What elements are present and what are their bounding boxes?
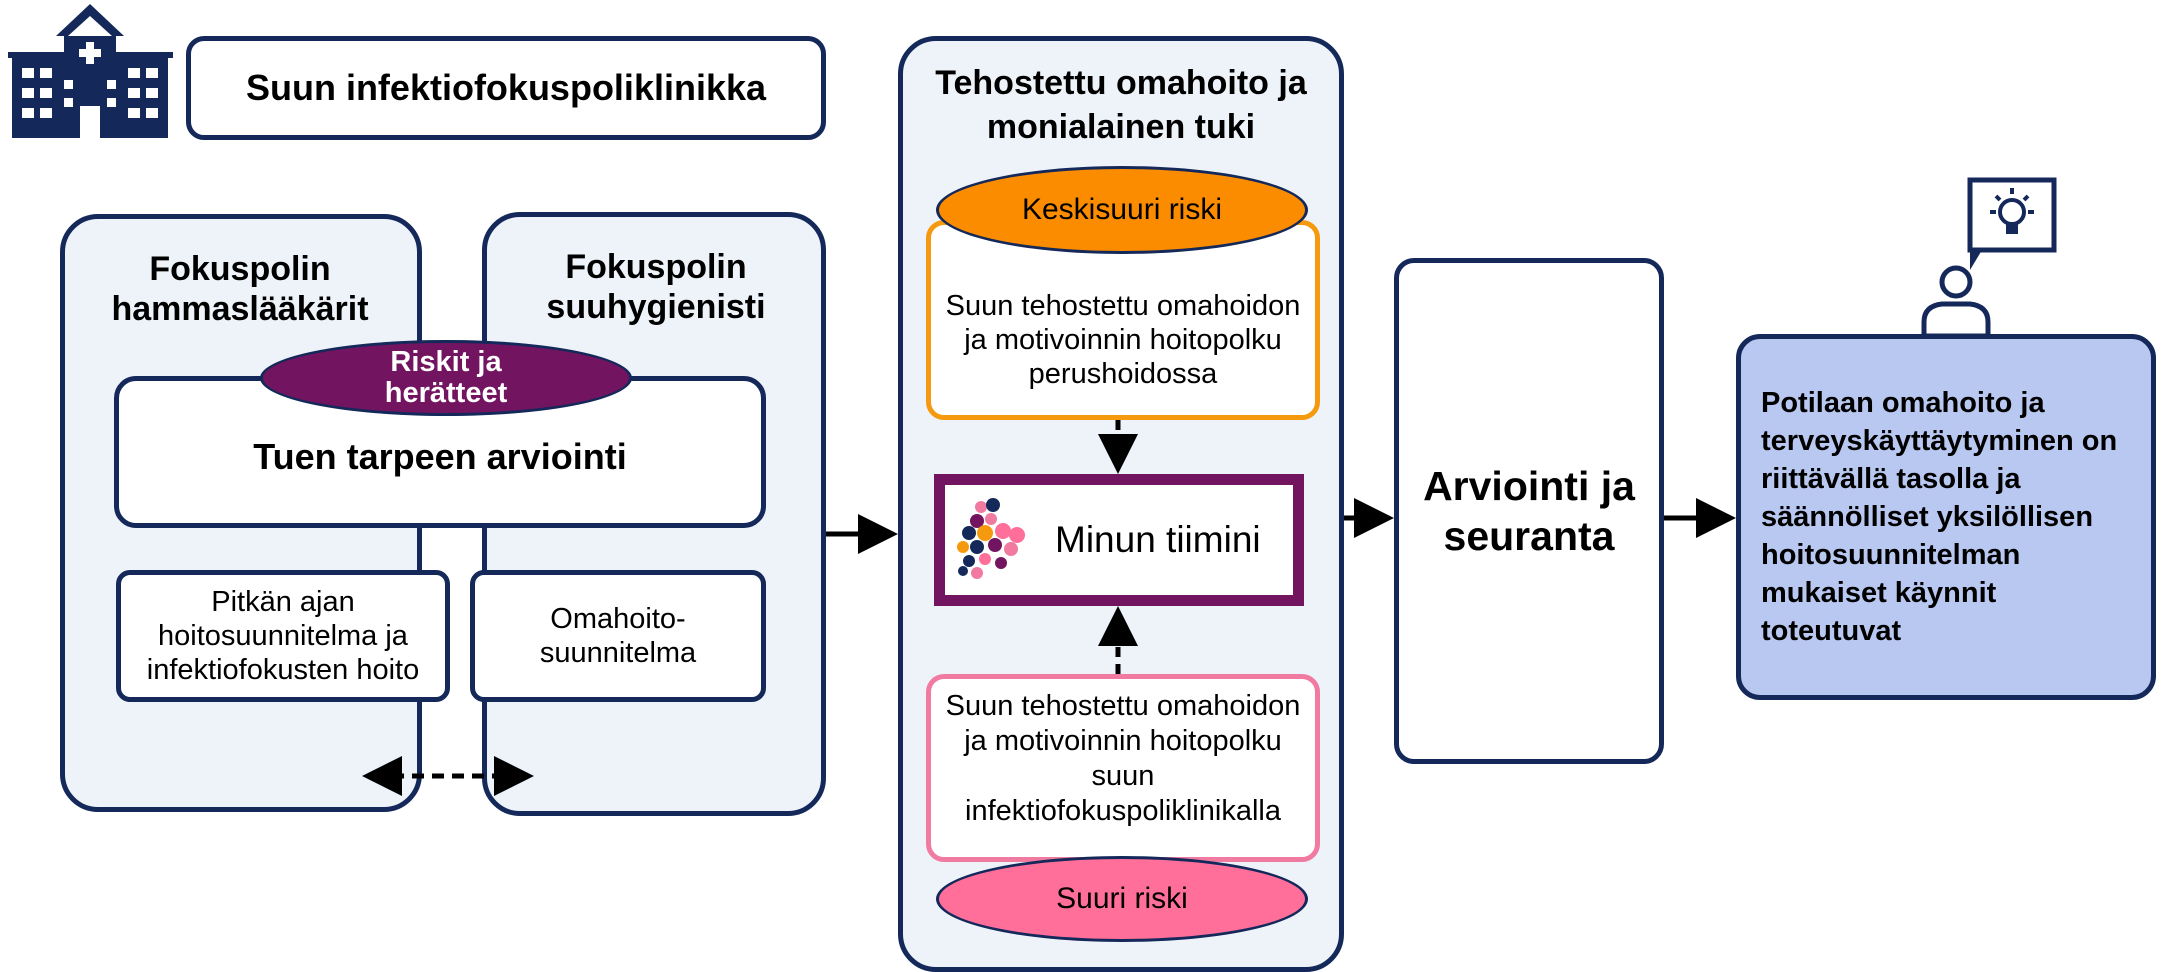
clinic-title-box: Suun infektiofokuspoliklinikka — [186, 36, 826, 140]
risks-badge: Riskit ja herätteet — [260, 340, 632, 416]
high-path-label: Suun tehostettu omahoidon ja motivoinnin… — [945, 690, 1301, 827]
self-care-plan-box: Omahoito-suunnitelma — [470, 570, 766, 702]
medium-path-label: Suun tehostettu omahoidon ja motivoinnin… — [945, 290, 1301, 390]
hospital-icon — [8, 4, 173, 138]
outcome-label: Potilaan omahoito ja terveyskäyttäytymin… — [1761, 387, 2118, 647]
evaluation-box: Arviointi ja seuranta — [1394, 258, 1664, 764]
high-risk-badge: Suuri riski — [936, 856, 1308, 942]
outcome-box: Potilaan omahoito ja terveyskäyttäytymin… — [1736, 334, 2156, 700]
dentists-title: Fokuspolin hammaslääkärit — [111, 250, 369, 328]
medium-risk-label: Keskisuuri riski — [1021, 193, 1223, 226]
hygienist-title: Fokuspolin suuhygienisti — [546, 248, 766, 326]
assessment-label: Tuen tarpeen arviointi — [253, 436, 627, 477]
evaluation-label: Arviointi ja seuranta — [1423, 463, 1635, 559]
team-box: Minun tiimini — [934, 474, 1304, 606]
high-risk-label: Suuri riski — [1056, 882, 1188, 915]
person-idea-icon — [1921, 177, 2057, 336]
enhanced-care-title: Tehostettu omahoito ja monialainen tuki — [935, 64, 1307, 146]
long-term-plan-label: Pitkän ajan hoitosuunnitelma ja infektio… — [146, 586, 420, 686]
team-logo-icon — [957, 498, 1025, 579]
risks-badge-label: Riskit ja herätteet — [384, 346, 508, 409]
clinic-title: Suun infektiofokuspoliklinikka — [245, 67, 767, 108]
self-care-plan-label: Omahoito-suunnitelma — [539, 603, 697, 669]
team-label: Minun tiimini — [1055, 519, 1261, 560]
long-term-plan-box: Pitkän ajan hoitosuunnitelma ja infektio… — [116, 570, 450, 702]
medium-risk-badge: Keskisuuri riski — [936, 166, 1308, 254]
